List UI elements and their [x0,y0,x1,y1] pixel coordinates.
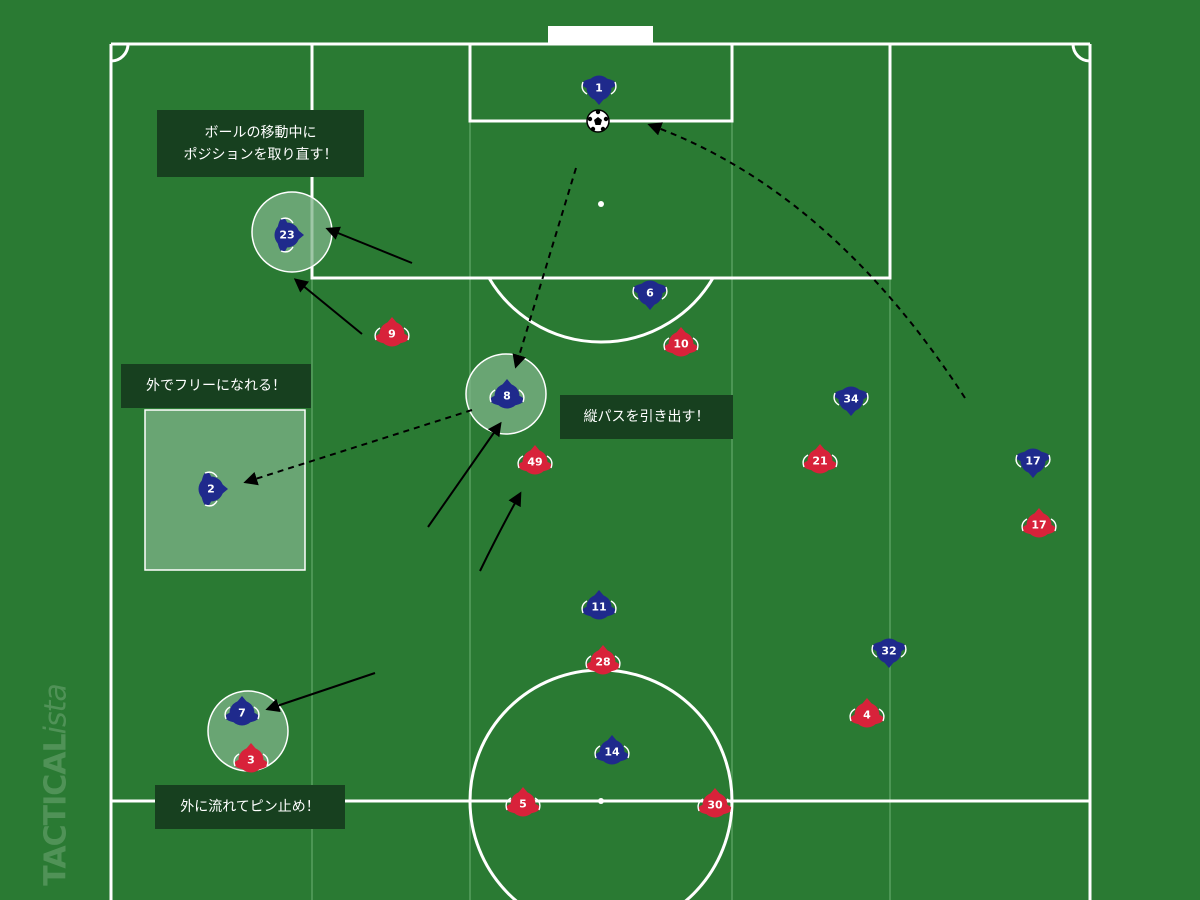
player-number: 2 [207,483,215,496]
players-layer: 1 6 23 8 2 34 17 11 32 14 7 9 10 49 21 17 28 4 3 5 30 [198,75,1057,818]
home-player-2[interactable]: 2 [198,471,229,507]
run-arrow-to-23-b [293,278,363,335]
run-arrow-to-23-a [325,226,413,264]
home-player-23[interactable]: 23 [274,217,305,253]
player-number: 1 [595,82,603,95]
home-player-8[interactable]: 8 [489,379,525,409]
tacticalista-watermark: TACTICALista [36,684,76,885]
movement-arrows [243,122,966,713]
player-number: 21 [812,455,827,468]
away-player-30[interactable]: 30 [697,788,733,818]
corner-arc-right [1071,43,1091,63]
home-player-17[interactable]: 17 [1015,448,1051,479]
away-player-5[interactable]: 5 [505,787,541,817]
home-player-34[interactable]: 34 [833,386,869,417]
player-number: 11 [591,601,606,614]
away-player-17[interactable]: 17 [1021,508,1057,538]
player-number: 3 [247,754,255,767]
away-player-49[interactable]: 49 [517,445,553,475]
home-player-32[interactable]: 32 [871,638,907,669]
watermark-brand: TACTICAL [38,734,74,886]
penalty-spot [598,201,604,207]
home-player-1[interactable]: 1 [581,75,617,106]
callout-vertical-pass: 縦パスを引き出す！ [560,395,733,439]
away-player-10[interactable]: 10 [663,327,699,357]
callout-pin: 外に流れてピン止め！ [155,785,345,829]
centre-spot [598,798,604,804]
run-arrow-49 [479,491,522,572]
player-number: 30 [707,799,723,812]
home-player-14[interactable]: 14 [594,735,630,765]
player-number: 4 [863,709,871,722]
watermark-suffix: ista [38,684,74,735]
goal [548,26,653,44]
run-arrow-to-7 [265,672,376,713]
player-number: 10 [673,338,689,351]
home-player-6[interactable]: 6 [632,280,668,311]
pitch-markings [109,26,1092,900]
corner-arc-left [110,43,130,63]
run-arrow-to-8 [427,421,502,528]
home-player-11[interactable]: 11 [581,590,617,620]
player-number: 14 [604,746,620,759]
away-player-4[interactable]: 4 [849,698,885,728]
player-number: 34 [843,393,859,406]
callout-free-outside: 外でフリーになれる！ [121,364,311,408]
away-player-21[interactable]: 21 [802,444,838,474]
away-player-3[interactable]: 3 [233,743,269,773]
player-number: 28 [595,656,610,669]
away-player-9[interactable]: 9 [374,317,410,347]
player-number: 17 [1025,455,1040,468]
player-number: 32 [881,645,896,658]
player-number: 5 [519,798,527,811]
away-player-28[interactable]: 28 [585,645,621,675]
player-number: 7 [238,707,246,720]
player-number: 9 [388,328,396,341]
player-number: 6 [646,287,654,300]
player-number: 49 [527,456,542,469]
soccer-ball-icon[interactable] [586,109,610,133]
pass-arrow-to-8 [512,167,577,369]
player-number: 17 [1031,519,1046,532]
callout-reposition: ボールの移動中に ポジションを取り直す！ [157,110,364,177]
penalty-arc [487,277,715,344]
home-player-7[interactable]: 7 [224,696,260,726]
player-number: 8 [503,390,511,403]
player-number: 23 [279,229,294,242]
